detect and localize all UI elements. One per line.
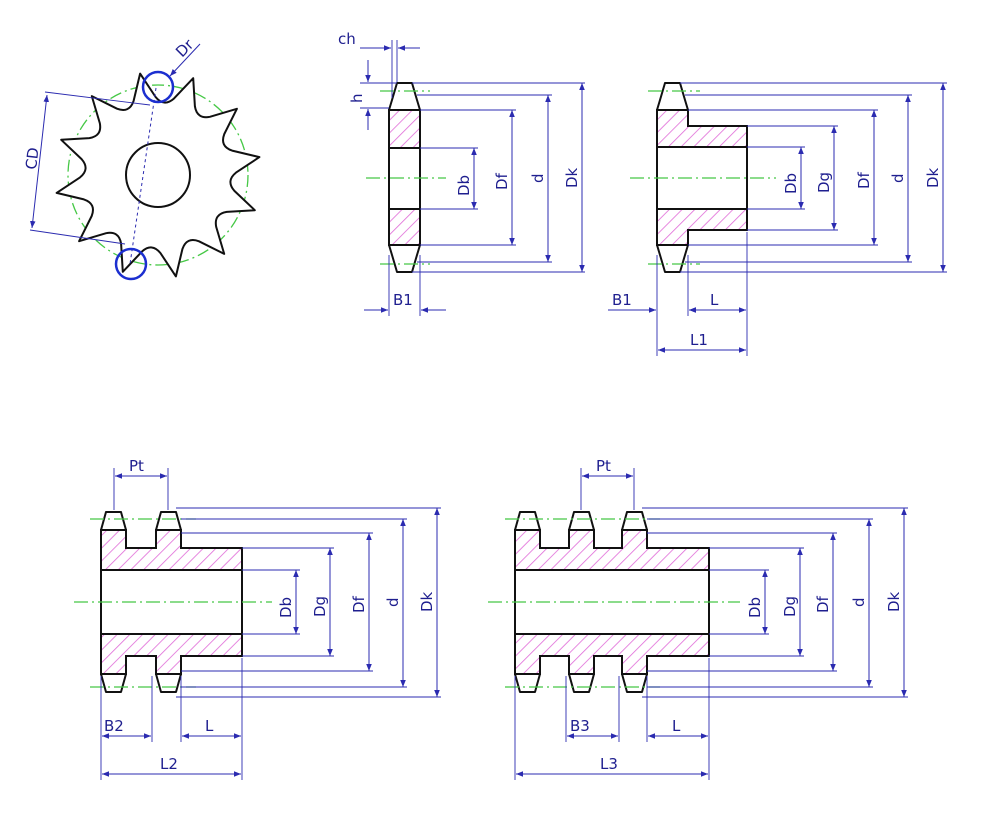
v4-label-l: L (205, 717, 214, 735)
v5-label-dg: Dg (781, 596, 799, 617)
v3-label-dk: Dk (924, 167, 942, 188)
roller-top (141, 70, 175, 104)
triplex-sprocket-section: Db Dg Df d Dk Pt B3 L L3 (488, 457, 908, 780)
v2-label-df: Df (493, 172, 511, 190)
bore-circle (125, 142, 191, 208)
v4-label-dk: Dk (418, 591, 436, 612)
v5-label-l: L (672, 717, 681, 735)
v5-label-l3: L3 (600, 755, 618, 773)
v5-label-df: Df (814, 595, 832, 613)
v5-label-dk: Dk (885, 591, 903, 612)
label-dr: Dr (172, 35, 198, 61)
v5-label-d: d (850, 597, 868, 607)
v3-label-df: Df (855, 171, 873, 189)
roller-bottom (114, 247, 148, 281)
v2-label-d: d (529, 173, 547, 183)
front-view: Dr CD (22, 35, 261, 281)
v5-label-pt: Pt (596, 457, 611, 475)
v3-label-b1: B1 (612, 291, 632, 309)
duplex-sprocket-section: Db Dg Df d Dk Pt B2 L L2 (74, 457, 441, 780)
v4-label-pt: Pt (129, 457, 144, 475)
plate-sprocket-section: Db Df d Dk ch h B1 (338, 30, 585, 316)
v4-label-l2: L2 (160, 755, 178, 773)
v5-label-b3: B3 (570, 717, 590, 735)
v2-label-b1: B1 (393, 291, 413, 309)
hub-sprocket-section: Db Dg Df d Dk B1 L L1 (608, 82, 947, 356)
v4-label-dg: Dg (311, 596, 329, 617)
v3-label-l: L (710, 291, 719, 309)
v3-label-d: d (889, 173, 907, 183)
label-cd: CD (22, 146, 43, 170)
v2-label-db: Db (455, 175, 473, 196)
v5-label-db: Db (746, 597, 764, 618)
pitch-circle (67, 84, 249, 266)
v3-label-l1: L1 (690, 331, 708, 349)
v3-label-db: Db (782, 173, 800, 194)
v4-label-df: Df (350, 595, 368, 613)
v4-label-b2: B2 (104, 717, 124, 735)
label-ch: ch (338, 30, 356, 48)
v3-label-dg: Dg (815, 172, 833, 193)
v2-label-dk: Dk (563, 167, 581, 188)
v4-label-db: Db (277, 597, 295, 618)
label-h: h (348, 93, 366, 103)
v4-label-d: d (384, 597, 402, 607)
